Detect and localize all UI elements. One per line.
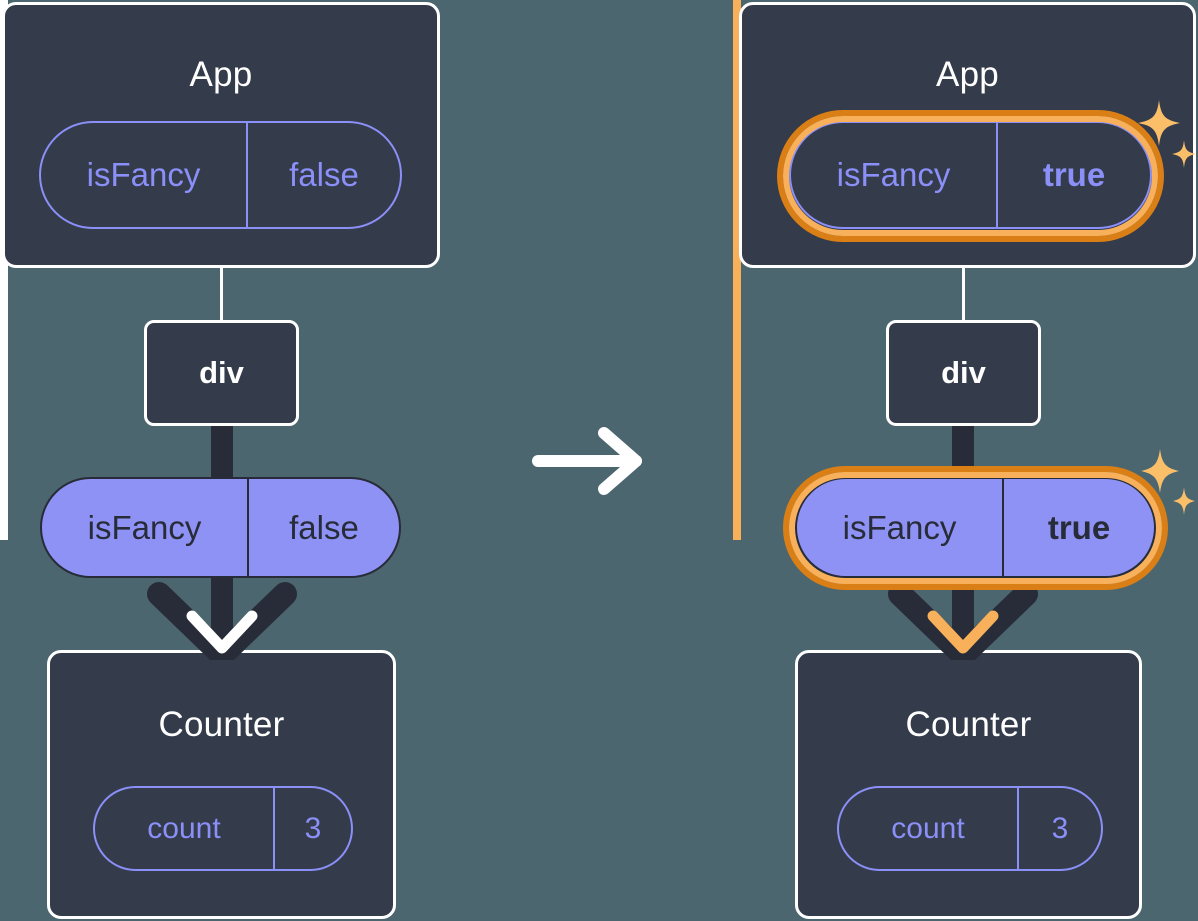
app-title-before: App bbox=[189, 55, 253, 94]
counter-state-value-after: 3 bbox=[1051, 811, 1069, 845]
app-state-key-before: isFancy bbox=[41, 123, 248, 227]
counter-state-key-after: count bbox=[839, 788, 1019, 869]
prop-value-before: false bbox=[289, 508, 359, 546]
div-label-before: div bbox=[199, 355, 244, 390]
app-state-value-before: false bbox=[289, 156, 359, 193]
counter-component-box-before: Counter count 3 bbox=[47, 650, 396, 919]
counter-state-pill-before: count 3 bbox=[93, 786, 353, 871]
wire-core-stripe-before bbox=[0, 0, 8, 540]
arrow-wings-after bbox=[888, 582, 1038, 660]
prop-pill-after: isFancy true bbox=[795, 477, 1156, 578]
prop-value-after: true bbox=[1047, 508, 1111, 546]
app-state-pill-before: isFancy false bbox=[39, 121, 402, 229]
panel-before: App isFancy false div isFancy false bbox=[0, 0, 450, 921]
app-state-key-after: isFancy bbox=[791, 123, 998, 227]
counter-state-value-before: 3 bbox=[304, 811, 322, 845]
wire-app-to-div-before bbox=[220, 265, 223, 323]
app-state-pill-after: isFancy true bbox=[789, 121, 1152, 229]
counter-title-after: Counter bbox=[905, 705, 1032, 744]
transition-arrow-right-icon bbox=[532, 427, 642, 495]
wire-core-stripe-after bbox=[733, 0, 741, 540]
div-element-box-before: div bbox=[144, 320, 299, 426]
counter-state-key-before: count bbox=[95, 788, 275, 869]
prop-pill-before: isFancy false bbox=[40, 477, 401, 578]
app-state-value-after: true bbox=[1042, 156, 1106, 193]
prop-key-after: isFancy bbox=[797, 479, 1004, 576]
prop-key-before: isFancy bbox=[42, 479, 249, 576]
panel-after: App isFancy true div bbox=[733, 0, 1198, 921]
counter-component-box-after: Counter count 3 bbox=[795, 650, 1142, 919]
div-element-box-after: div bbox=[886, 320, 1041, 426]
div-label-after: div bbox=[941, 355, 986, 390]
counter-state-pill-after: count 3 bbox=[837, 786, 1103, 871]
wire-app-to-div-after bbox=[962, 265, 965, 323]
arrow-wings-before bbox=[147, 582, 297, 660]
arrow-head-after bbox=[927, 610, 999, 654]
counter-title-before: Counter bbox=[158, 705, 285, 744]
app-title-after: App bbox=[936, 55, 999, 94]
arrow-head-before bbox=[186, 610, 258, 654]
